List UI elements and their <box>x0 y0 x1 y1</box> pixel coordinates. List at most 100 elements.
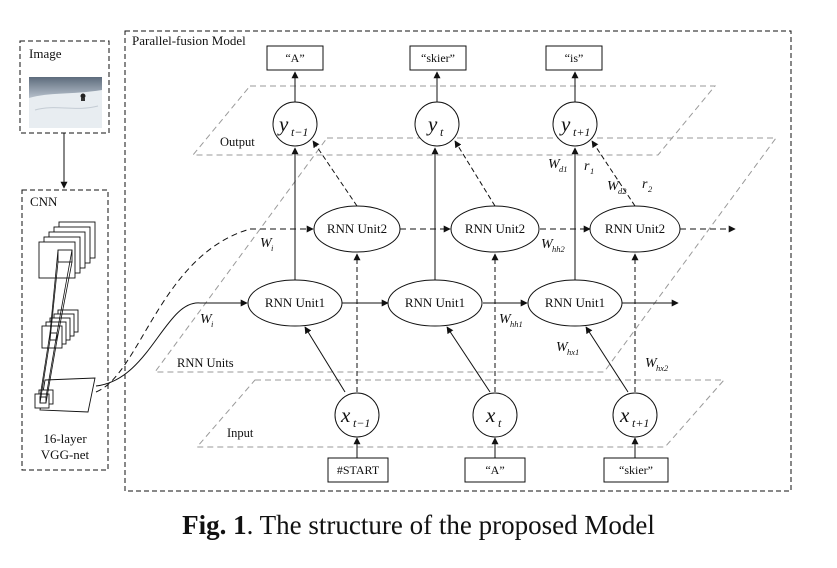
svg-text:t+1: t+1 <box>573 125 590 139</box>
svg-text:t−1: t−1 <box>291 125 308 139</box>
svg-text:r: r <box>642 177 648 192</box>
input-word-3: “skier” <box>619 463 653 477</box>
rnn-units-plane-label: RNN Units <box>177 356 234 370</box>
weight-whx2: W hx2 <box>645 356 669 373</box>
svg-text:W: W <box>556 340 569 355</box>
svg-text:x: x <box>340 403 351 427</box>
input-box-2: “A” <box>464 457 526 483</box>
svg-text:RNN Unit1: RNN Unit1 <box>265 295 325 310</box>
svg-text:r: r <box>584 159 590 174</box>
output-word-3: “is” <box>565 51 584 65</box>
svg-text:W: W <box>499 312 512 327</box>
weight-whh1: W hh1 <box>499 312 523 329</box>
input-box-1: #START <box>327 457 389 483</box>
output-word-2: “skier” <box>421 51 455 65</box>
svg-text:hx2: hx2 <box>656 363 669 373</box>
input-plane <box>195 379 726 448</box>
input-node-2: x t <box>472 392 518 438</box>
svg-text:RNN Unit2: RNN Unit2 <box>605 221 665 236</box>
rnn-unit2-c: RNN Unit2 <box>589 205 681 253</box>
svg-text:RNN Unit2: RNN Unit2 <box>465 221 525 236</box>
svg-text:t−1: t−1 <box>353 416 370 430</box>
svg-text:RNN Unit2: RNN Unit2 <box>327 221 387 236</box>
cnn-caption-line1: 16-layer <box>43 431 87 446</box>
unit2-a-to-y1-arrow <box>312 140 358 207</box>
cnn-layer-stack-3 <box>34 377 96 413</box>
image-panel-label: Image <box>29 46 62 61</box>
output-plane <box>191 85 717 156</box>
cnn-receptive-lines <box>39 249 73 404</box>
weight-whh2: W hh2 <box>541 237 566 254</box>
weight-r1: r 1 <box>584 159 594 176</box>
svg-text:i: i <box>211 319 214 329</box>
svg-text:RNN Unit1: RNN Unit1 <box>545 295 605 310</box>
cnn-caption-line2: VGG-net <box>41 447 90 462</box>
rnn-unit1-c: RNN Unit1 <box>527 279 623 327</box>
svg-text:hx1: hx1 <box>567 347 579 357</box>
image-panel: Image <box>19 40 110 134</box>
output-node-2: y t <box>414 101 460 147</box>
input-box-3: “skier” <box>603 457 669 483</box>
cnn-to-unit2-curve <box>95 228 251 393</box>
svg-text:y: y <box>277 112 289 136</box>
svg-text:d2: d2 <box>618 186 627 196</box>
unit2-b-to-y2-arrow <box>454 140 496 207</box>
cnn-panel: CNN <box>21 189 109 471</box>
svg-text:y: y <box>559 112 571 136</box>
weight-whx1: W hx1 <box>556 340 579 357</box>
rnn-unit2-b: RNN Unit2 <box>450 205 540 253</box>
output-box-2: “skier” <box>409 45 467 71</box>
weight-wd2: W d2 <box>607 179 627 196</box>
svg-text:W: W <box>541 237 554 252</box>
output-box-1: “A” <box>266 45 324 71</box>
svg-text:W: W <box>607 179 620 194</box>
svg-text:W: W <box>548 157 561 172</box>
fusion-model-panel <box>124 30 792 492</box>
figure-caption-text: . The structure of the proposed Model <box>246 510 655 540</box>
output-plane-label: Output <box>220 135 255 149</box>
svg-text:t: t <box>498 416 502 430</box>
svg-text:RNN Unit1: RNN Unit1 <box>405 295 465 310</box>
input-word-1: #START <box>337 463 380 477</box>
svg-text:W: W <box>260 236 273 251</box>
weight-wd1: W d1 <box>548 157 568 174</box>
svg-text:t+1: t+1 <box>632 416 649 430</box>
svg-text:hh1: hh1 <box>510 319 523 329</box>
figure-number: Fig. 1 <box>182 510 247 540</box>
svg-text:i: i <box>271 243 274 253</box>
svg-text:x: x <box>485 403 496 427</box>
weight-wi-lower: W i <box>200 312 214 329</box>
cnn-to-unit1-curve <box>95 302 201 387</box>
output-node-1: y t−1 <box>272 101 318 147</box>
input-word-2: “A” <box>485 463 504 477</box>
output-node-3: y t+1 <box>552 101 598 147</box>
svg-text:hh2: hh2 <box>552 244 566 254</box>
rnn-units-plane <box>154 137 777 373</box>
skier-photo <box>29 77 102 128</box>
svg-text:t: t <box>440 125 444 139</box>
input-node-1: x t−1 <box>334 392 380 438</box>
svg-text:W: W <box>645 356 658 371</box>
fusion-model-label: Parallel-fusion Model <box>132 33 246 48</box>
svg-text:2: 2 <box>648 184 653 194</box>
svg-text:W: W <box>200 312 213 327</box>
svg-text:1: 1 <box>590 166 594 176</box>
svg-text:x: x <box>619 403 630 427</box>
input-node-3: x t+1 <box>612 392 658 438</box>
cnn-panel-label: CNN <box>30 194 58 209</box>
output-box-3: “is” <box>545 45 603 71</box>
x2-to-unit1-arrow <box>446 326 491 393</box>
input-plane-label: Input <box>227 426 254 440</box>
cnn-layer-stack-1 <box>38 221 96 279</box>
rnn-unit1-b: RNN Unit1 <box>387 279 483 327</box>
rnn-unit2-a: RNN Unit2 <box>313 205 401 253</box>
output-word-1: “A” <box>285 51 304 65</box>
x1-to-unit1-arrow <box>304 326 346 393</box>
unit2-c-to-y3-arrow <box>591 140 636 207</box>
x3-to-unit1-arrow <box>585 326 629 393</box>
svg-text:d1: d1 <box>559 164 568 174</box>
svg-text:y: y <box>426 112 438 136</box>
weight-r2: r 2 <box>642 177 653 194</box>
rnn-unit1-a: RNN Unit1 <box>247 279 343 327</box>
